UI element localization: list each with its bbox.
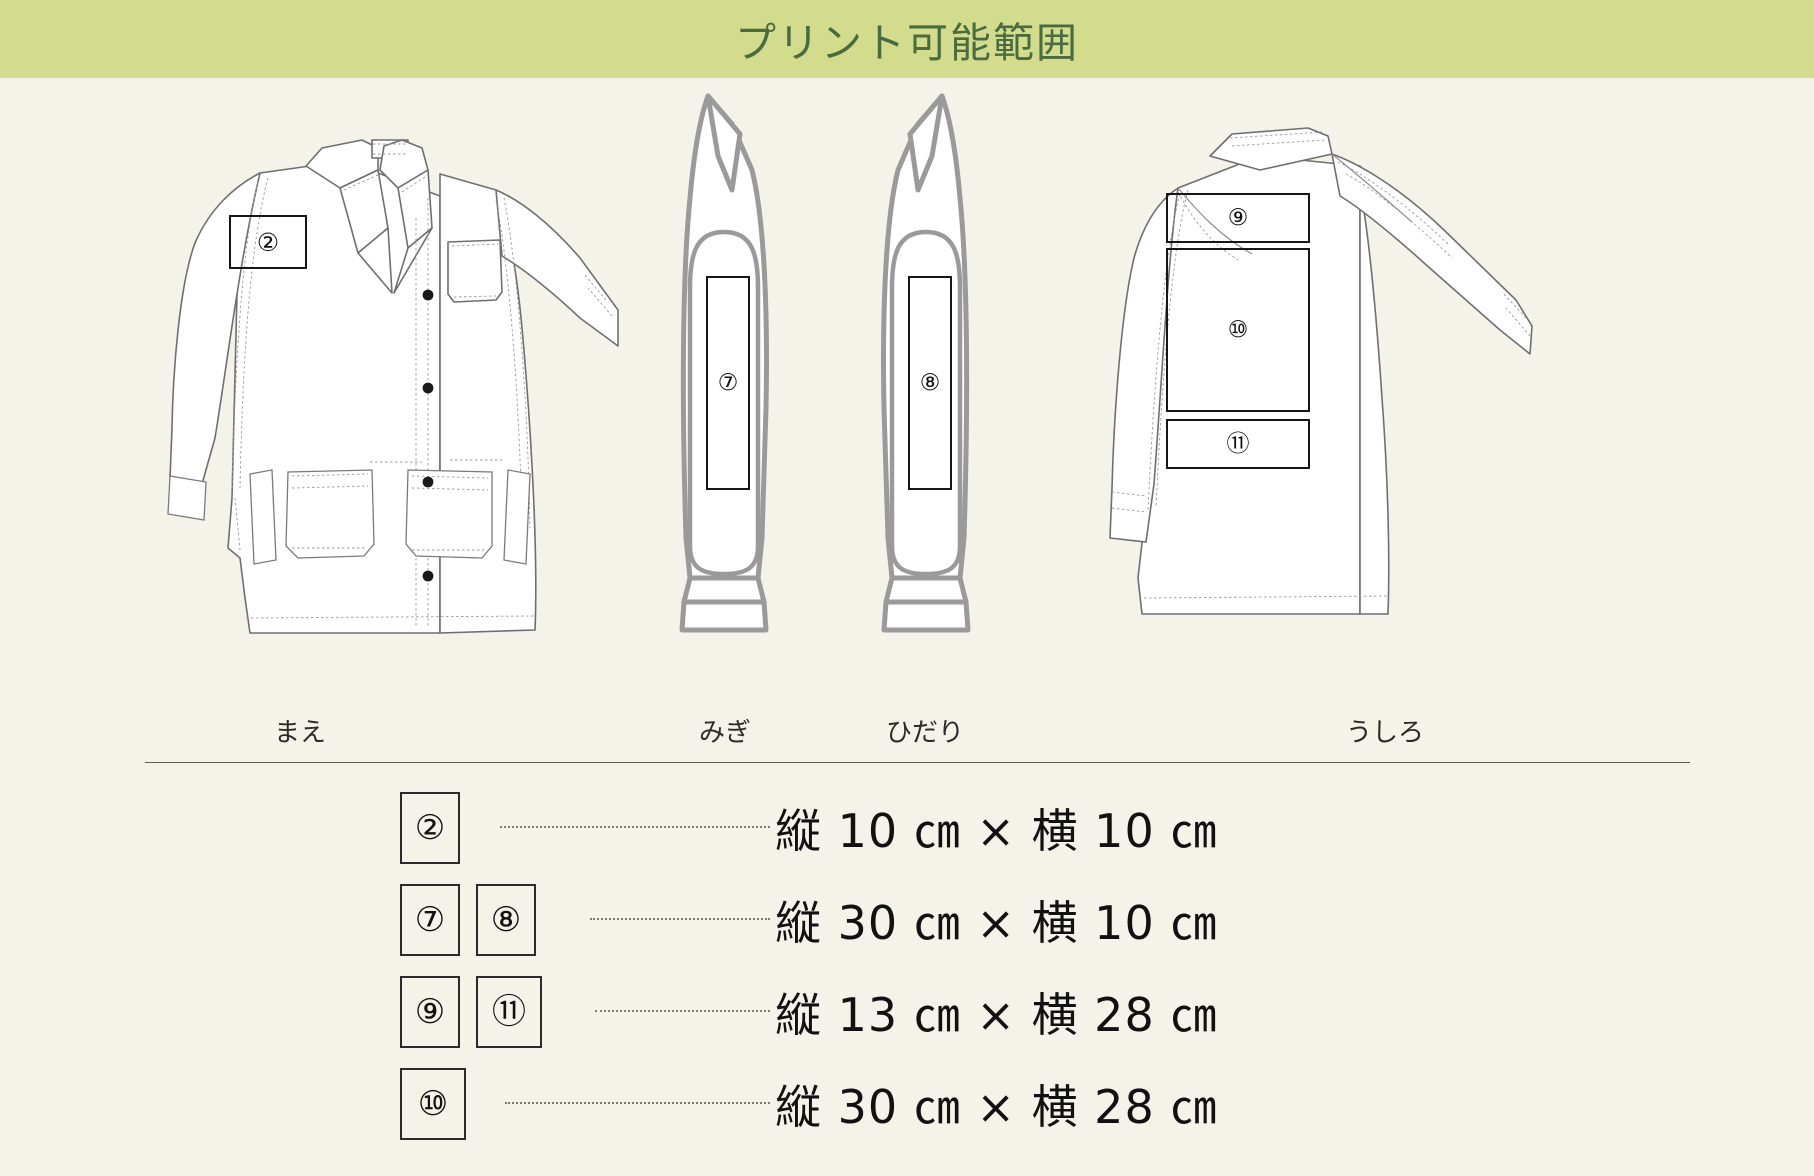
page-title: プリント可能範囲 (735, 19, 1079, 67)
print-area-back-11: ⑪ (1166, 419, 1310, 469)
legend-row-markers: ⑩ (400, 1068, 466, 1140)
section-divider (145, 762, 1690, 763)
print-area-back-11-label: ⑪ (1226, 430, 1250, 457)
caption-left-sleeve: ひだり (845, 712, 1005, 749)
print-area-front-2: ② (229, 215, 307, 269)
caption-left-sleeve-label: ひだり (885, 718, 964, 748)
print-area-back-10-label: ⑩ (1227, 316, 1249, 343)
print-area-back-9: ⑨ (1166, 193, 1310, 243)
print-area-front-2-label: ② (256, 227, 280, 257)
print-area-left-8: ⑧ (908, 276, 952, 490)
legend-size-text: 縦 30 ㎝ × 横 28 ㎝ (775, 1080, 1218, 1134)
legend-row: ⑨ ⑪ 縦 13 ㎝ × 横 28 ㎝ (0, 966, 1814, 1058)
legend-marker-box: ⑧ (476, 884, 536, 956)
print-area-back-9-label: ⑨ (1227, 204, 1249, 231)
caption-right-sleeve: みぎ (650, 712, 800, 749)
legend-row-markers: ⑦ ⑧ (400, 884, 536, 956)
garment-view-left-sleeve: ⑧ (860, 78, 990, 638)
legend-leader-dots (595, 1010, 770, 1014)
legend-marker-box: ⑦ (400, 884, 460, 956)
legend-row: ⑩ 縦 30 ㎝ × 横 28 ㎝ (0, 1058, 1814, 1150)
legend-leader-dots (505, 1102, 770, 1106)
print-area-back-10: ⑩ (1166, 248, 1310, 412)
legend-leader-dots (590, 918, 770, 922)
garment-view-front: ② (140, 78, 620, 638)
back-coat-drawing (1109, 127, 1533, 615)
print-area-left-8-label: ⑧ (919, 369, 941, 396)
legend-marker-label: ⑩ (417, 1084, 449, 1124)
legend-marker-box: ⑩ (400, 1068, 466, 1140)
caption-right-sleeve-label: みぎ (698, 718, 751, 748)
caption-front-label: まえ (273, 718, 326, 748)
legend-marker-label: ⑦ (414, 900, 446, 940)
legend-row: ⑦ ⑧ 縦 30 ㎝ × 横 10 ㎝ (0, 874, 1814, 966)
size-legend: ② 縦 10 ㎝ × 横 10 ㎝ ⑦ ⑧ 縦 30 ㎝ × 横 10 ㎝ (0, 782, 1814, 1150)
legend-size-text: 縦 30 ㎝ × 横 10 ㎝ (775, 896, 1218, 950)
header-banner: プリント可能範囲 (0, 0, 1814, 78)
legend-row: ② 縦 10 ㎝ × 横 10 ㎝ (0, 782, 1814, 874)
legend-row-markers: ② (400, 792, 460, 864)
caption-front: まえ (220, 712, 380, 749)
legend-marker-label: ⑨ (414, 992, 446, 1032)
legend-size-text: 縦 10 ㎝ × 横 10 ㎝ (775, 804, 1218, 858)
legend-marker-label: ⑪ (492, 992, 526, 1032)
print-area-right-7: ⑦ (706, 276, 750, 490)
front-coat-drawing (167, 139, 619, 634)
right-sleeve-drawing (679, 93, 769, 633)
caption-back-label: うしろ (1345, 718, 1424, 748)
legend-row-markers: ⑨ ⑪ (400, 976, 542, 1048)
garment-illustrations: ② ⑦ (0, 78, 1814, 678)
legend-marker-box: ⑪ (476, 976, 542, 1048)
legend-marker-box: ② (400, 792, 460, 864)
print-area-right-7-label: ⑦ (717, 369, 739, 396)
legend-leader-dots (500, 826, 770, 830)
legend-size-text: 縦 13 ㎝ × 横 28 ㎝ (775, 988, 1218, 1042)
legend-marker-label: ② (414, 808, 446, 848)
caption-back: うしろ (1300, 712, 1470, 749)
garment-view-right-sleeve: ⑦ (660, 78, 790, 638)
left-sleeve-drawing (881, 93, 971, 633)
legend-marker-box: ⑨ (400, 976, 460, 1048)
legend-marker-label: ⑧ (490, 900, 522, 940)
garment-view-back: ⑨ ⑩ ⑪ (1060, 78, 1560, 638)
